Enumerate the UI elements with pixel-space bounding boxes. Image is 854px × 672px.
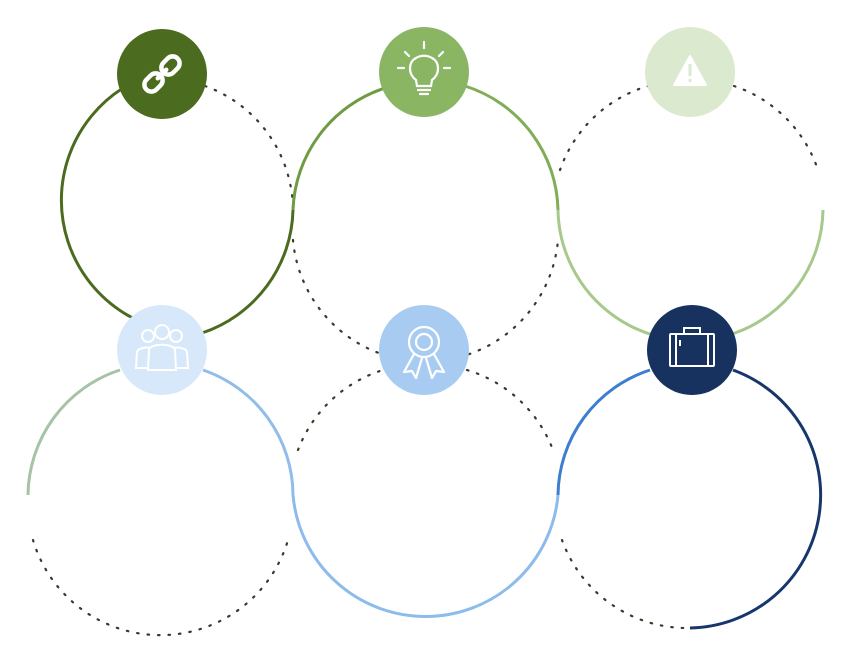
lightbulb-icon: [396, 40, 452, 96]
node-business: [647, 305, 737, 395]
node-business-circle: [647, 305, 737, 395]
arc-team-dotted: [31, 538, 290, 637]
arc-business-dotted: [560, 538, 692, 630]
node-team: [117, 305, 207, 395]
arc-idea-solid-right: [464, 84, 560, 211]
node-award: [379, 305, 469, 395]
arc-warning-dotted-right: [732, 84, 820, 172]
arc-link-solid: [59, 86, 295, 335]
arc-business-solid-right: [689, 368, 823, 630]
node-idea: [379, 27, 469, 117]
arc-link-dotted: [203, 84, 295, 212]
node-idea-circle: [379, 27, 469, 117]
link-icon: [142, 54, 182, 94]
award-ribbon-icon: [402, 325, 446, 380]
arc-idea-dotted: [291, 238, 560, 363]
node-warning: [645, 27, 735, 117]
arc-award-dotted-left: [296, 368, 385, 452]
arc-award-dotted-right: [465, 368, 555, 452]
arc-award-solid: [291, 494, 560, 618]
node-link: [117, 29, 207, 119]
people-icon: [134, 324, 190, 371]
warning-icon: [673, 55, 707, 86]
briefcase-icon: [669, 327, 715, 367]
arc-business-solid-left: [556, 368, 651, 496]
arc-team-solid-right: [202, 368, 295, 496]
arc-warning-dotted: [558, 84, 650, 172]
arc-team-solid: [26, 368, 121, 496]
arc-idea-solid: [291, 86, 386, 211]
